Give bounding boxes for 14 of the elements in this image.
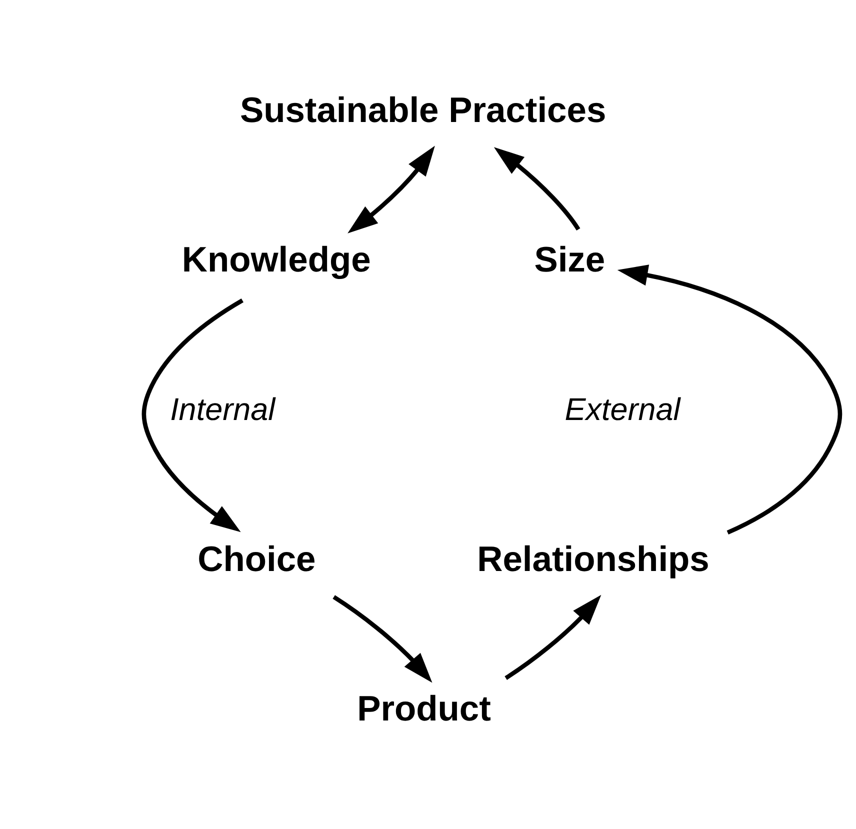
node-text: Size (534, 240, 606, 280)
node-text: Sustainable Practices (240, 90, 606, 130)
node-text: Product (357, 688, 491, 728)
arrow (348, 146, 435, 234)
arrow (142, 298, 244, 532)
arrow (494, 147, 580, 231)
arrow (504, 594, 602, 680)
label: External (564, 391, 680, 428)
node-text: Choice (198, 538, 316, 579)
node-text: Knowledge (182, 240, 371, 280)
arrow (332, 595, 432, 683)
label: Internal (170, 391, 276, 428)
arrow (617, 264, 842, 535)
node-text: Relationships (477, 538, 710, 579)
